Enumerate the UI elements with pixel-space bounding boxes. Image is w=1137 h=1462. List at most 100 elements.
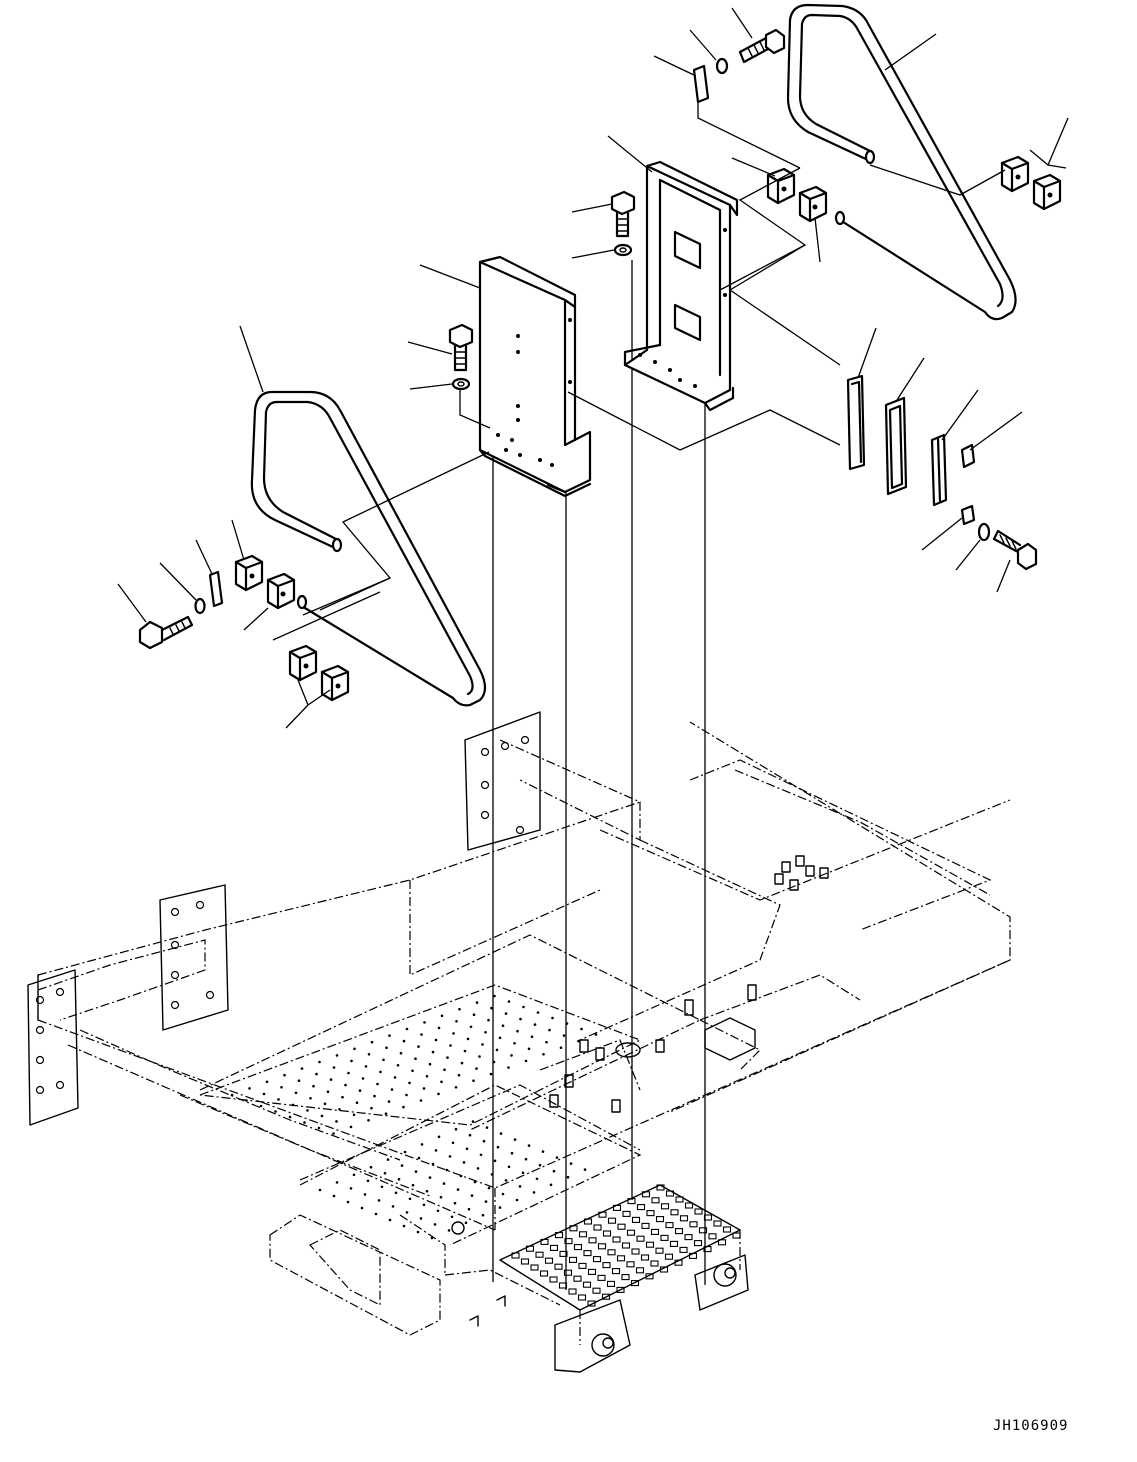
grating-slot bbox=[597, 1243, 607, 1250]
perforation bbox=[437, 1026, 441, 1030]
perforation bbox=[455, 1020, 458, 1023]
perforation bbox=[312, 1084, 315, 1088]
perforation bbox=[402, 1224, 406, 1228]
perforation bbox=[265, 1080, 269, 1084]
perforation bbox=[335, 1181, 339, 1184]
grating-slot bbox=[539, 1270, 549, 1277]
grating-slot bbox=[588, 1237, 597, 1244]
perforation bbox=[475, 1067, 478, 1070]
perforation bbox=[400, 1164, 404, 1167]
perforation bbox=[499, 1132, 503, 1135]
grating-slot bbox=[626, 1229, 636, 1236]
perforation bbox=[496, 1145, 500, 1149]
perforation bbox=[541, 1150, 545, 1153]
grating-slot bbox=[583, 1250, 592, 1257]
perforation bbox=[507, 1000, 511, 1003]
bolt-left-horizontal bbox=[138, 615, 194, 650]
perforation bbox=[513, 1138, 517, 1141]
perforation bbox=[360, 1206, 364, 1210]
perforation bbox=[405, 1093, 408, 1097]
perforation bbox=[447, 1229, 451, 1232]
perforation bbox=[309, 1097, 312, 1100]
perforation bbox=[501, 1192, 505, 1196]
grating-slot bbox=[698, 1227, 708, 1234]
perforation bbox=[456, 1188, 460, 1191]
grating-slot bbox=[684, 1234, 693, 1241]
perforation bbox=[442, 1182, 446, 1185]
perforation bbox=[487, 1018, 490, 1022]
perforation bbox=[513, 1042, 516, 1045]
perforation bbox=[376, 1082, 379, 1086]
perforation bbox=[487, 1186, 491, 1190]
perforation bbox=[524, 1059, 528, 1063]
perforation bbox=[524, 1157, 528, 1161]
perforation bbox=[482, 1139, 486, 1143]
grating-slot bbox=[656, 1184, 665, 1191]
grating-slot bbox=[646, 1210, 655, 1217]
perforation bbox=[580, 1027, 583, 1031]
grating-slot bbox=[592, 1256, 602, 1263]
grating-slot bbox=[601, 1293, 611, 1300]
perforation bbox=[536, 1011, 540, 1014]
perforation bbox=[428, 1062, 432, 1066]
perforation bbox=[538, 1163, 542, 1167]
grating-slot bbox=[622, 1210, 631, 1217]
perforation bbox=[329, 1078, 333, 1081]
perforation bbox=[391, 1205, 395, 1208]
perforation bbox=[472, 1079, 475, 1082]
perforation bbox=[450, 1215, 454, 1219]
perforation bbox=[495, 1048, 499, 1052]
clamp-block bbox=[320, 664, 350, 702]
perforation bbox=[484, 1200, 488, 1203]
perforation bbox=[493, 994, 496, 998]
perforation bbox=[274, 1110, 277, 1113]
perforation bbox=[369, 1165, 373, 1169]
perforation bbox=[535, 1177, 539, 1181]
grating-slot bbox=[617, 1223, 626, 1230]
perforation bbox=[527, 1047, 531, 1051]
perforation bbox=[434, 1038, 438, 1042]
perforation bbox=[396, 1064, 400, 1067]
perforation bbox=[380, 1185, 384, 1189]
grating-slot bbox=[573, 1275, 582, 1282]
perforation bbox=[419, 1217, 423, 1220]
perforation bbox=[454, 1127, 458, 1131]
grating-slot bbox=[631, 1216, 641, 1223]
bolt-right-top bbox=[738, 28, 786, 64]
perforation bbox=[332, 1194, 336, 1198]
left-handrail bbox=[250, 390, 487, 707]
perforation bbox=[419, 1099, 423, 1102]
perforation bbox=[445, 1168, 449, 1172]
perforation bbox=[248, 1087, 251, 1090]
perforation bbox=[484, 1031, 487, 1034]
grating-slot bbox=[568, 1288, 577, 1295]
perforation bbox=[347, 1071, 350, 1075]
grating-slot bbox=[630, 1280, 640, 1287]
perforation bbox=[519, 1017, 522, 1021]
perforation bbox=[346, 1200, 350, 1204]
grating-slot bbox=[577, 1294, 587, 1301]
perforation bbox=[460, 1061, 464, 1065]
perforation bbox=[440, 1014, 444, 1018]
perforation bbox=[353, 1047, 356, 1051]
perforation bbox=[405, 1027, 409, 1031]
perforation bbox=[277, 1098, 280, 1101]
grating-slot bbox=[670, 1209, 679, 1216]
perforation bbox=[446, 1056, 449, 1059]
grating-slot bbox=[650, 1260, 659, 1267]
grating-slot bbox=[520, 1258, 530, 1265]
perforation bbox=[548, 1028, 551, 1032]
grating-slot bbox=[535, 1251, 544, 1258]
grating-slot bbox=[598, 1211, 607, 1218]
clamp-block bbox=[288, 644, 318, 682]
grating-slot bbox=[606, 1280, 616, 1287]
perforation bbox=[569, 1162, 573, 1165]
perforation bbox=[408, 1081, 411, 1085]
perforation bbox=[493, 1159, 497, 1163]
perforation bbox=[361, 1077, 365, 1080]
bolt-right-vertical bbox=[610, 190, 636, 238]
perforation bbox=[431, 1162, 435, 1166]
perforation bbox=[510, 1054, 513, 1057]
perforation bbox=[411, 1069, 414, 1073]
